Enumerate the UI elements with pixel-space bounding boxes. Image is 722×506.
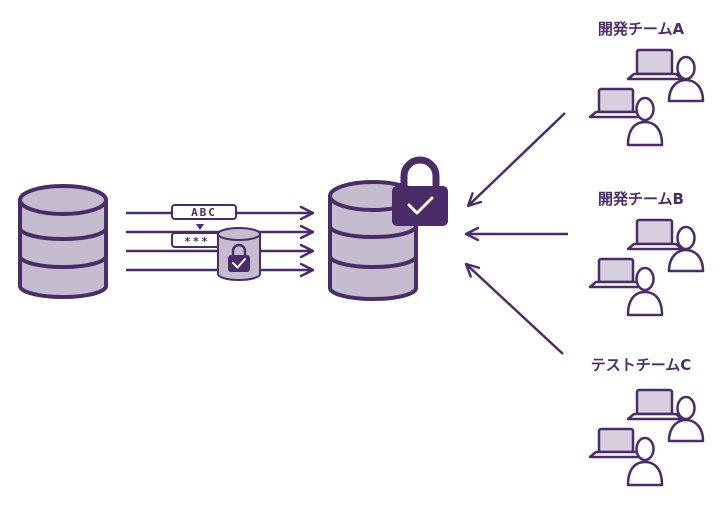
masking-database-icon: [217, 227, 261, 281]
access-arrow-team-c: [464, 262, 564, 355]
masked-text: ***: [184, 235, 210, 248]
team-b-users-icon: [588, 218, 705, 317]
masking-process: ABC ***: [171, 204, 261, 281]
original-text: ABC: [191, 206, 217, 219]
team-label-b: 開発チームB: [598, 190, 684, 208]
access-arrows: [464, 112, 568, 355]
team-label-a: 開発チームA: [598, 20, 685, 38]
team-c-users-icon: [588, 388, 705, 487]
access-arrow-team-a: [466, 112, 566, 208]
team-label-c: テストチームC: [591, 356, 692, 374]
source-database-icon: [18, 184, 108, 299]
masking-down-arrow-icon: [196, 224, 204, 230]
original-text-box: [171, 204, 237, 220]
padlock-check-icon: [392, 156, 448, 226]
team-a-users-icon: [588, 48, 705, 147]
